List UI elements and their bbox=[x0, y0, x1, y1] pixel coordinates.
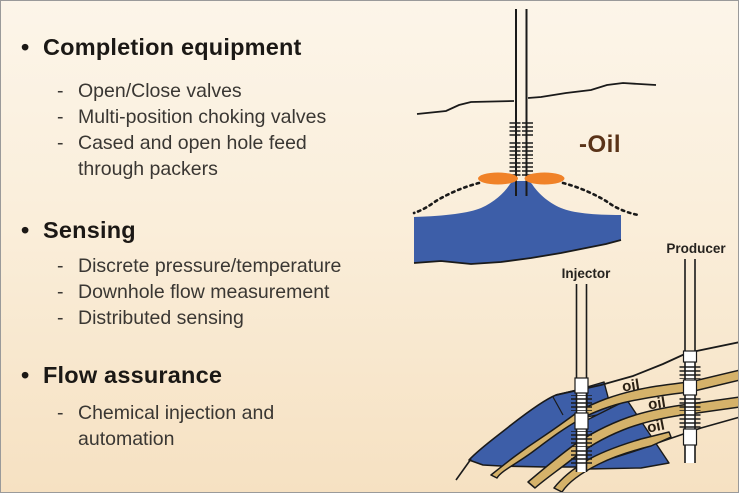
packer-left bbox=[478, 172, 518, 185]
valve-ticks bbox=[522, 120, 533, 138]
packer-right bbox=[524, 172, 565, 185]
valve-ticks bbox=[509, 120, 521, 138]
bullet-marker: • bbox=[21, 217, 30, 243]
water-cone-shape bbox=[414, 181, 621, 264]
item-marker: - bbox=[57, 281, 64, 303]
contact-dashed-right bbox=[561, 181, 641, 217]
list-item: - Distributed sensing bbox=[57, 307, 244, 329]
list-item: - Open/Close valves bbox=[57, 80, 242, 102]
wedge-edge-tail bbox=[455, 458, 472, 481]
valve-ticks bbox=[679, 397, 701, 411]
section-list-sensing: - Discrete pressure/temperature - Downho… bbox=[57, 253, 367, 331]
valve-ticks bbox=[571, 395, 592, 411]
section-list-completion: - Open/Close valves - Multi-position cho… bbox=[57, 78, 367, 182]
section-title-flow-assurance: • Flow assurance bbox=[21, 362, 222, 389]
list-item: - Discrete pressure/temperature bbox=[57, 255, 342, 277]
surface-line-right bbox=[527, 82, 657, 99]
item-marker: - bbox=[57, 132, 64, 154]
producer-valve-box bbox=[682, 428, 698, 446]
surface-line-left bbox=[416, 100, 515, 115]
injector-producer-diagram: oil oil oil Injector Producer bbox=[455, 241, 738, 492]
valve-ticks bbox=[679, 364, 701, 379]
list-item: - Cased and open hole feed through packe… bbox=[57, 132, 307, 180]
bullet-marker: • bbox=[21, 34, 30, 60]
water-bottom-outline bbox=[413, 239, 622, 265]
injector-valve-box bbox=[574, 377, 589, 394]
valve-ticks bbox=[571, 449, 592, 464]
oil-layer-label-1: oil bbox=[621, 376, 641, 396]
valve-ticks bbox=[509, 142, 521, 159]
item-marker: - bbox=[57, 80, 64, 102]
producer-label: Producer bbox=[666, 241, 726, 256]
section-list-flow-assurance: - Chemical injection and automation bbox=[57, 400, 367, 452]
injector-label: Injector bbox=[562, 266, 612, 281]
section-title-text: Flow assurance bbox=[43, 362, 223, 388]
oil-title-label: -Oil bbox=[579, 131, 621, 158]
valve-ticks bbox=[571, 431, 592, 447]
injector-valve-box bbox=[574, 412, 589, 430]
item-marker: - bbox=[57, 402, 64, 424]
item-marker: - bbox=[57, 307, 64, 329]
bullet-marker: • bbox=[21, 362, 30, 388]
valve-ticks bbox=[679, 414, 701, 428]
producer-valve-box bbox=[682, 350, 698, 363]
contact-dashed-left bbox=[412, 181, 481, 215]
producer-valve-box bbox=[682, 379, 698, 396]
valve-ticks bbox=[509, 162, 521, 177]
section-title-sensing: • Sensing bbox=[21, 217, 136, 244]
item-marker: - bbox=[57, 255, 64, 277]
list-item: - Multi-position choking valves bbox=[57, 106, 327, 128]
valve-ticks bbox=[522, 162, 533, 177]
oil-layer-1 bbox=[490, 369, 738, 479]
list-item: - Downhole flow measurement bbox=[57, 281, 330, 303]
wedge-crease-line bbox=[552, 396, 564, 416]
valve-ticks bbox=[522, 142, 533, 159]
section-title-completion-equipment: • Completion equipment bbox=[21, 34, 302, 61]
section-title-text: Sensing bbox=[43, 217, 136, 243]
list-item: - Chemical injection and automation bbox=[57, 402, 275, 450]
item-marker: - bbox=[57, 106, 64, 128]
oil-layer-label-2: oil bbox=[647, 394, 667, 414]
section-title-text: Completion equipment bbox=[43, 34, 302, 60]
reservoir-coning-diagram: -Oil bbox=[412, 9, 657, 265]
oil-layer-label-3: oil bbox=[646, 417, 666, 437]
